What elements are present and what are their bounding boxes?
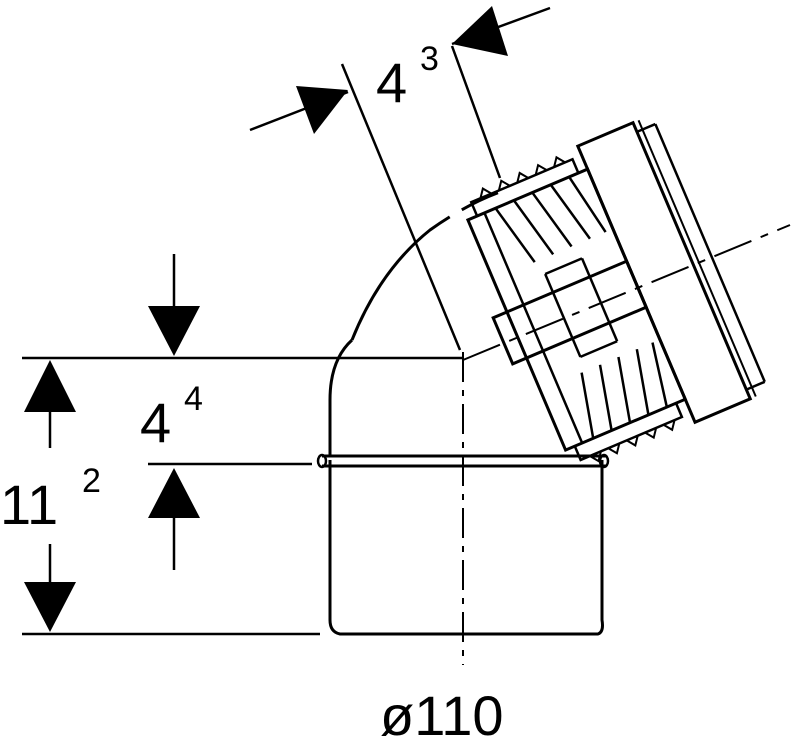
arrow-total-top	[24, 360, 76, 412]
centre-lines	[462, 224, 791, 665]
seal-ribs-upper	[469, 155, 607, 263]
arrow-total-bottom	[24, 582, 76, 632]
top-offset-exp: 3	[420, 40, 439, 78]
bend-body	[328, 190, 501, 456]
arrow-top-left	[296, 86, 348, 134]
diameter-label: ø110	[380, 684, 503, 747]
extension-lines	[22, 356, 463, 636]
total-height-exp: 2	[82, 462, 101, 500]
top-offset-base: 4	[376, 51, 407, 114]
arrow-inner-top	[148, 306, 200, 356]
angled-extension-lines	[249, 6, 551, 351]
total-height-base: 11	[0, 473, 58, 536]
seal-ribs-lower	[573, 342, 684, 463]
inner-height-exp: 4	[184, 380, 203, 418]
arrow-inner-bottom	[148, 468, 200, 518]
arrow-top-right	[452, 6, 508, 56]
angled-socket	[465, 119, 766, 463]
inner-height-base: 4	[140, 391, 171, 454]
vertical-dimension-arrows	[24, 254, 200, 632]
